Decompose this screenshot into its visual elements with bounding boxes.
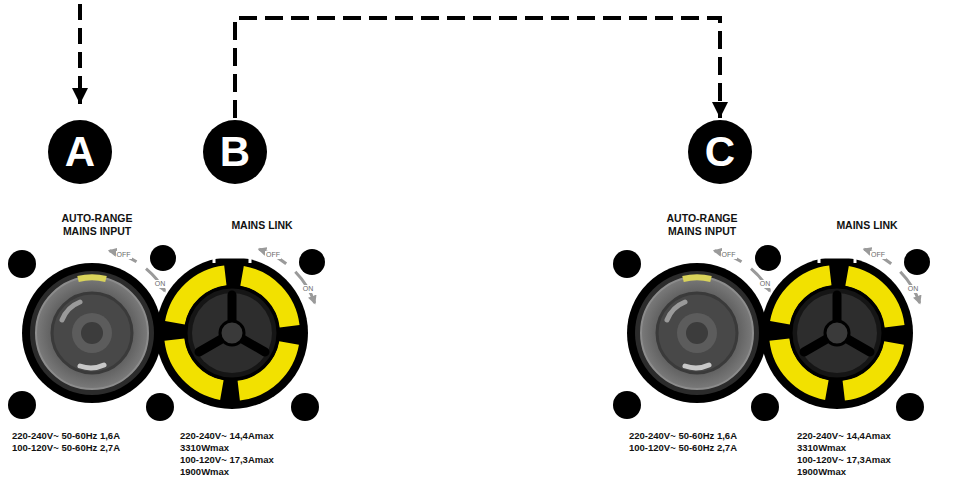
label-box: ON — [154, 280, 167, 288]
off-mark: OFF — [265, 251, 281, 259]
rating-text: 100-120V~ 50-60Hz 2,7A — [12, 442, 120, 454]
callout-circle: A — [48, 120, 112, 184]
rating-text: 220-240V~ 14,4Amax — [797, 430, 891, 442]
callout-circle: C — [688, 120, 752, 184]
label-box: OFF — [870, 251, 886, 259]
off-mark: OFF — [721, 251, 737, 259]
on-mark: ON — [907, 285, 920, 293]
label-box: 220-240V~ 14,4Amax — [180, 430, 274, 442]
label-box: AUTO-RANGE MAINS INPUT — [657, 212, 747, 238]
connector-title: AUTO-RANGE MAINS INPUT — [657, 212, 747, 238]
callout-letter: A — [65, 131, 95, 173]
label-box: OFF — [116, 251, 132, 259]
off-mark: OFF — [116, 251, 132, 259]
label-box: OFF — [265, 251, 281, 259]
label-box: MAINS LINK — [836, 219, 897, 232]
connector-title: AUTO-RANGE MAINS INPUT — [52, 212, 142, 238]
label-box: 100-120V~ 17,3Amax — [180, 454, 274, 466]
rating-text: 100-120V~ 17,3Amax — [180, 454, 274, 466]
label-box: 100-120V~ 17,3Amax — [797, 454, 891, 466]
rating-text: 220-240V~ 50-60Hz 1,6A — [629, 430, 737, 442]
rating-text: 3310Wmax — [797, 442, 846, 454]
rating-text: 220-240V~ 50-60Hz 1,6A — [12, 430, 120, 442]
label-box: 220-240V~ 50-60Hz 1,6A — [12, 430, 120, 442]
off-mark: OFF — [870, 251, 886, 259]
label-box: 1900Wmax — [180, 466, 229, 478]
connector-title: MAINS LINK — [836, 219, 897, 232]
label-box: MAINS LINK — [231, 219, 292, 232]
label-box: ON — [302, 285, 315, 293]
rating-text: 220-240V~ 14,4Amax — [180, 430, 274, 442]
label-box: ON — [907, 285, 920, 293]
on-mark: ON — [154, 280, 167, 288]
label-box: OFF — [721, 251, 737, 259]
callout-letter: B — [220, 131, 250, 173]
connector-title: MAINS LINK — [231, 219, 292, 232]
label-box: 100-120V~ 50-60Hz 2,7A — [629, 442, 737, 454]
rating-text: 100-120V~ 50-60Hz 2,7A — [629, 442, 737, 454]
label-box: 220-240V~ 14,4Amax — [797, 430, 891, 442]
label-box: ON — [759, 280, 772, 288]
callout-letter: C — [705, 131, 735, 173]
rating-text: 100-120V~ 17,3Amax — [797, 454, 891, 466]
label-box: 220-240V~ 50-60Hz 1,6A — [629, 430, 737, 442]
on-mark: ON — [302, 285, 315, 293]
label-box: AUTO-RANGE MAINS INPUT — [52, 212, 142, 238]
label-box: 100-120V~ 50-60Hz 2,7A — [12, 442, 120, 454]
rating-text: 1900Wmax — [797, 466, 846, 478]
callout-circle: B — [203, 120, 267, 184]
label-box: 1900Wmax — [797, 466, 846, 478]
dashed-link-arrow — [235, 18, 720, 118]
label-box: 3310Wmax — [180, 442, 229, 454]
on-mark: ON — [759, 280, 772, 288]
rating-text: 3310Wmax — [180, 442, 229, 454]
label-box: 3310Wmax — [797, 442, 846, 454]
rating-text: 1900Wmax — [180, 466, 229, 478]
